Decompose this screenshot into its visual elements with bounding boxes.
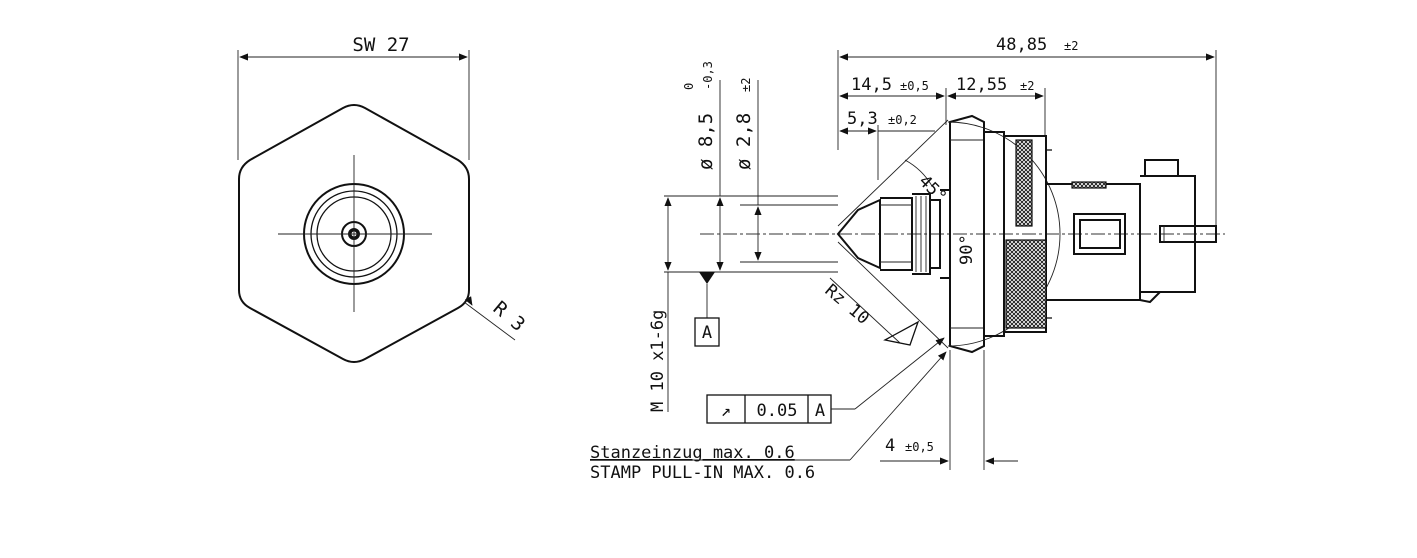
seg-a-value: 14,5 (851, 75, 892, 95)
hex-outline (238, 104, 470, 363)
dia-85-tol-upper: 0 (682, 83, 696, 90)
front-view: SW 27 R 3 (237, 34, 529, 363)
runout-symbol: ↗ (721, 401, 731, 421)
datum-label: A (702, 323, 712, 343)
dia-85-tol-lower: -0,3 (701, 61, 715, 90)
side-view: 48,85 ±2 14,5 ±0,5 12,55 ±2 5,3 ±0,2 ø 8… (590, 35, 1225, 483)
note-de: Stanzeinzug max. 0.6 (590, 443, 795, 463)
knurl-lower (1005, 239, 1047, 329)
runout-value: 0.05 (757, 401, 798, 421)
seg-b-value: 12,55 (956, 75, 1007, 95)
dia-28-tol: ±2 (739, 78, 753, 92)
note-en: STAMP PULL-IN MAX. 0.6 (590, 463, 815, 483)
knurl-upper (1015, 139, 1033, 227)
overall-length-tol: ±2 (1064, 39, 1078, 53)
dia-85-value: ø 8,5 (695, 113, 717, 170)
angle-90-label: 90° (957, 234, 977, 265)
roughness-label: Rz 10 (821, 281, 873, 329)
radius-label: R 3 (489, 297, 529, 336)
dia-28-value: ø 2,8 (733, 113, 755, 170)
runout-datum: A (815, 401, 825, 421)
seg-c-value: 5,3 (847, 109, 878, 129)
flange-value: 4 (885, 436, 895, 456)
thread-label: M 10 x1-6g (648, 310, 668, 412)
flange-tol: ±0,5 (905, 440, 934, 454)
seg-b-tol: ±2 (1020, 79, 1034, 93)
overall-length-value: 48,85 (996, 35, 1047, 55)
sw-width-label: SW 27 (352, 34, 409, 56)
angle-45-label: 45° (914, 171, 950, 207)
seg-c-tol: ±0,2 (888, 113, 917, 127)
seg-a-tol: ±0,5 (900, 79, 929, 93)
